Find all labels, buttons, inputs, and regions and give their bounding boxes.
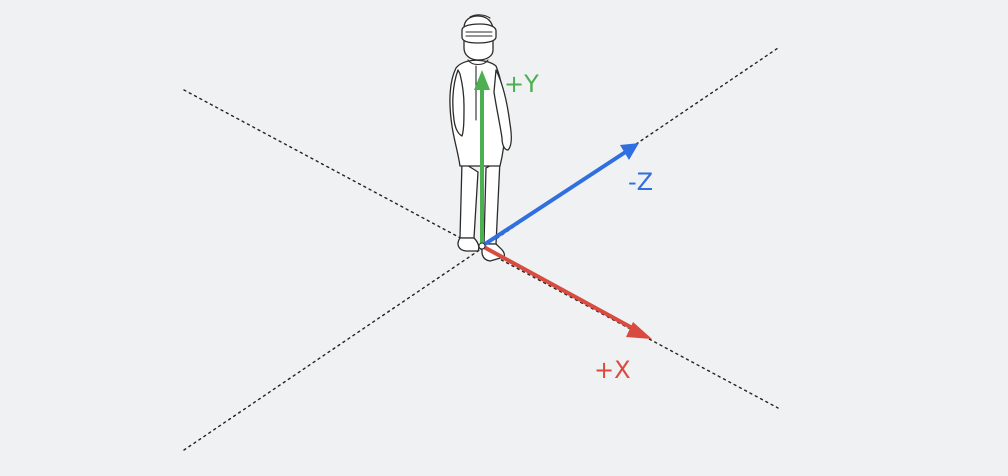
x-axis-label: +X xyxy=(594,356,631,384)
z-axis-arrow xyxy=(480,143,639,248)
x-axis-arrow xyxy=(480,244,652,339)
dotted-guide-line-ascending xyxy=(183,47,779,451)
y-axis-label: +Y xyxy=(504,70,539,98)
origin-point xyxy=(478,242,486,250)
y-axis-arrow xyxy=(474,70,490,248)
person-with-headset-icon xyxy=(449,14,512,262)
z-axis-label: -Z xyxy=(628,168,653,196)
